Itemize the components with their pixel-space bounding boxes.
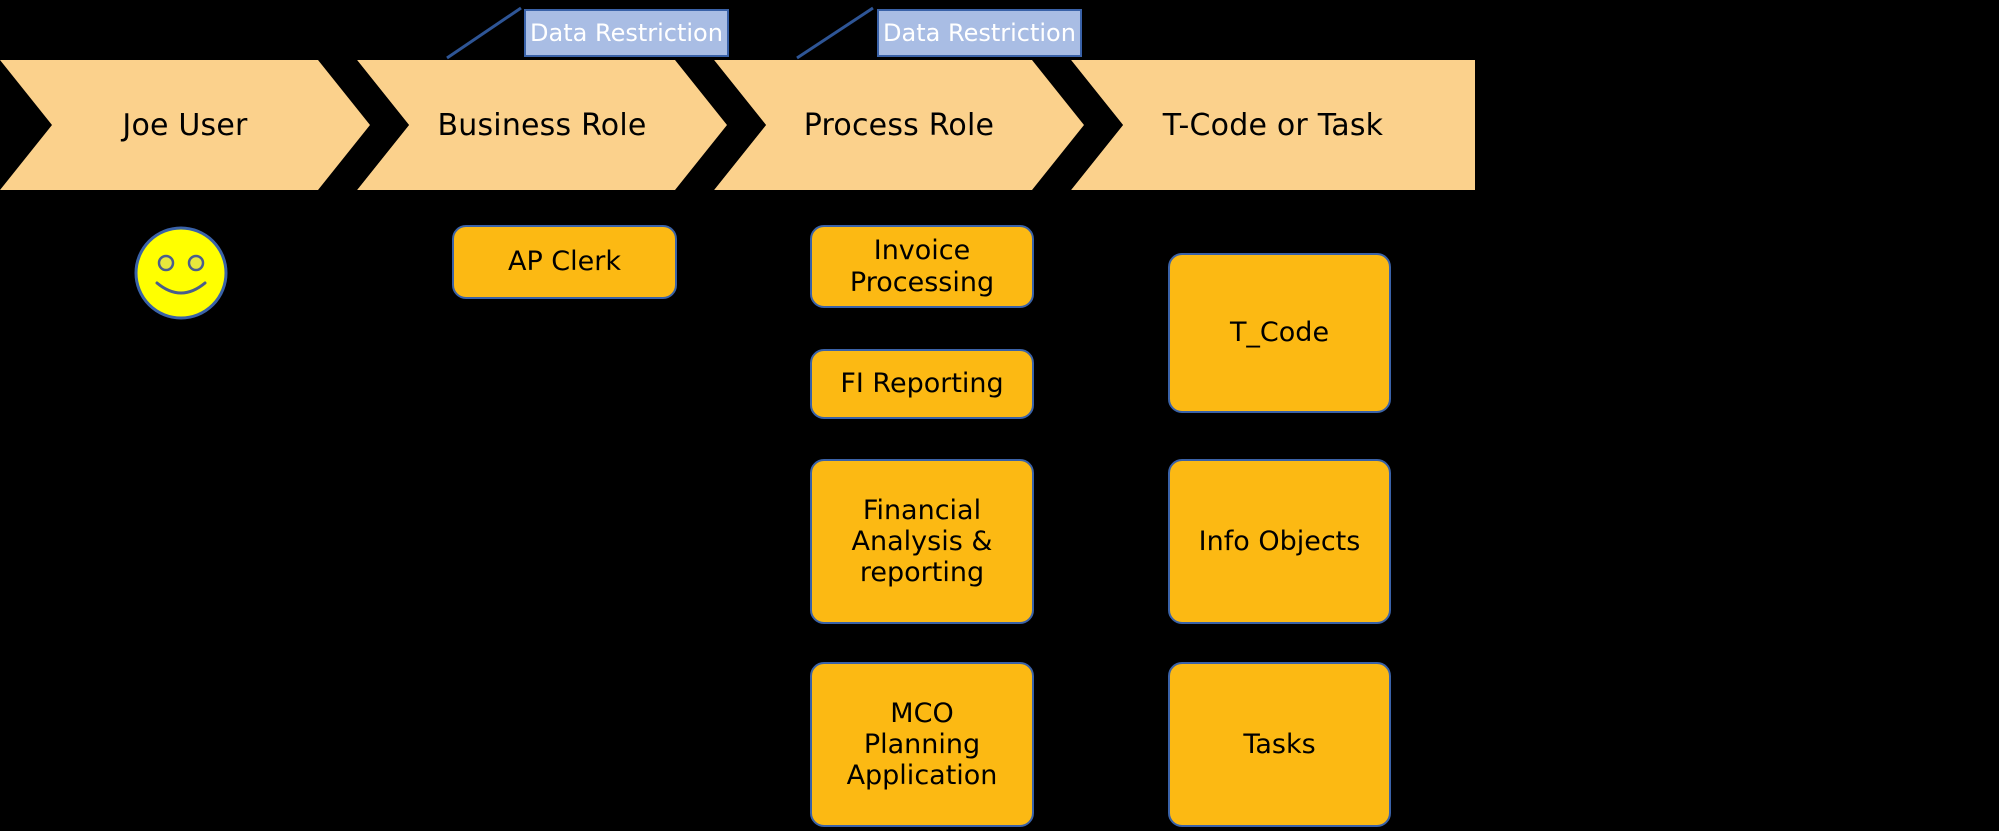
callout-data-restriction-1[interactable]: Data Restriction [524,9,729,57]
node-invoice-processing-line-2: Processing [849,266,995,298]
callout-data-restriction-2[interactable]: Data Restriction [877,9,1082,57]
node-invoice-processing[interactable]: Invoice Processing [810,225,1034,308]
callout-data-restriction-1-label: Data Restriction [530,19,723,47]
node-tasks[interactable]: Tasks [1168,662,1391,827]
node-info-objects[interactable]: Info Objects [1168,459,1391,624]
node-mco-planning-line-3: Application [846,760,998,792]
node-mco-planning-line-2: Planning [863,728,981,760]
chevron-step-joe-user[interactable]: Joe User [0,60,370,190]
callout-data-restriction-2-label: Data Restriction [883,19,1076,47]
node-ap-clerk-label: AP Clerk [507,246,622,278]
node-invoice-processing-line-1: Invoice [873,235,971,267]
node-info-objects-label: Info Objects [1198,525,1361,557]
node-tasks-label: Tasks [1243,728,1316,760]
node-mco-planning-application[interactable]: MCO Planning Application [810,662,1034,827]
node-ap-clerk[interactable]: AP Clerk [452,225,677,299]
leader-line-2 [796,6,874,60]
chevron-step-tcode-or-task[interactable]: T-Code or Task [1071,60,1475,190]
node-t-code-label: T_Code [1229,317,1330,349]
node-financial-analysis-reporting[interactable]: Financial Analysis & reporting [810,459,1034,624]
node-fi-reporting[interactable]: FI Reporting [810,349,1034,419]
node-t-code[interactable]: T_Code [1168,253,1391,413]
leader-line-1 [446,6,522,60]
node-mco-planning-line-1: MCO [890,697,954,729]
node-financial-analysis-line-2: Analysis & [851,525,993,557]
chevron-step-joe-user-label: Joe User [122,107,248,143]
node-financial-analysis-line-3: reporting [859,557,985,589]
chevron-step-business-role-label: Business Role [437,107,647,143]
chevron-step-business-role[interactable]: Business Role [357,60,727,190]
chevron-step-tcode-or-task-label: T-Code or Task [1162,107,1384,143]
chevron-step-process-role-label: Process Role [803,107,995,143]
process-banner: Joe User Business Role Process Role T-Co… [0,60,1500,190]
node-financial-analysis-line-1: Financial [862,494,982,526]
node-fi-reporting-label: FI Reporting [840,368,1004,400]
chevron-step-process-role[interactable]: Process Role [714,60,1084,190]
smiley-face-icon [134,226,228,320]
